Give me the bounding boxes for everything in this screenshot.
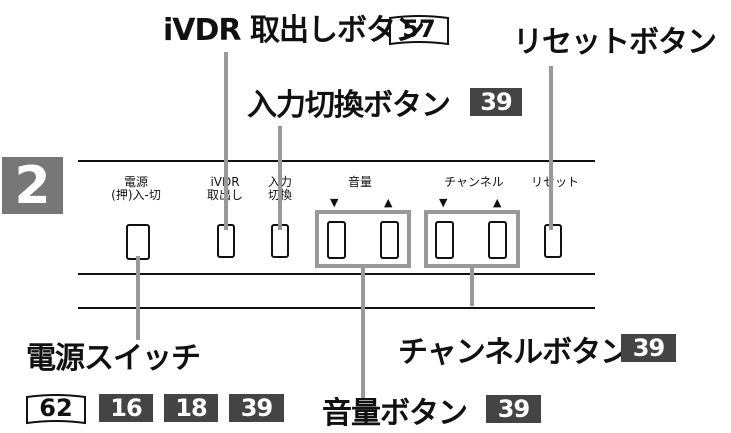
reset-button-callout: リセットボタン xyxy=(513,25,717,60)
volume-down-arrow-icon: ▼ xyxy=(330,196,339,209)
panel-bottom-edge xyxy=(78,307,595,309)
volume-panel-label: 音量 xyxy=(347,175,372,189)
ivdr-eject-leader xyxy=(224,52,228,230)
book-ref-icon xyxy=(389,15,449,46)
book-ref-icon xyxy=(26,394,86,425)
ivdr-eject-callout: iVDR 取出しボタン xyxy=(163,13,425,48)
input-switch-page-badge: 39 xyxy=(470,88,522,116)
volume-page-badge: 39 xyxy=(486,395,541,423)
panel-middle-edge xyxy=(78,273,595,275)
input-switch-leader xyxy=(278,126,282,230)
channel-down-button[interactable] xyxy=(435,221,454,259)
channel-page-badge: 39 xyxy=(621,334,676,362)
step-number-badge: 2 xyxy=(2,156,63,216)
volume-down-button[interactable] xyxy=(327,221,346,259)
input-switch-callout: 入力切換ボタン xyxy=(247,88,451,123)
power-page-badge-1: 16 xyxy=(99,394,153,422)
power-page-badge-2: 18 xyxy=(164,394,218,422)
power-switch-callout: 電源スイッチ xyxy=(26,341,201,376)
ivdr-eject-page-ref: 57 xyxy=(387,14,451,46)
panel-top-edge xyxy=(78,160,595,162)
volume-leader xyxy=(361,264,365,398)
channel-down-arrow-icon: ▼ xyxy=(439,196,448,209)
power-page-badge-3: 39 xyxy=(229,394,284,422)
channel-panel-label: チャンネル xyxy=(444,175,504,189)
power-panel-label: 電源 (押)入-切 xyxy=(111,175,161,202)
volume-button-callout: 音量ボタン xyxy=(322,396,468,431)
power-button[interactable] xyxy=(126,224,150,260)
power-page-ref: 62 xyxy=(24,393,88,425)
channel-up-arrow-icon: ▲ xyxy=(493,196,502,209)
reset-leader xyxy=(549,66,553,230)
power-leader xyxy=(136,256,140,340)
reset-panel-label: リセット xyxy=(530,175,579,189)
channel-button-callout: チャンネルボタン xyxy=(398,335,630,370)
volume-up-arrow-icon: ▲ xyxy=(384,196,393,209)
reset-button[interactable] xyxy=(544,224,562,258)
channel-up-button[interactable] xyxy=(488,221,507,259)
channel-leader xyxy=(470,264,474,306)
volume-up-button[interactable] xyxy=(380,221,399,259)
